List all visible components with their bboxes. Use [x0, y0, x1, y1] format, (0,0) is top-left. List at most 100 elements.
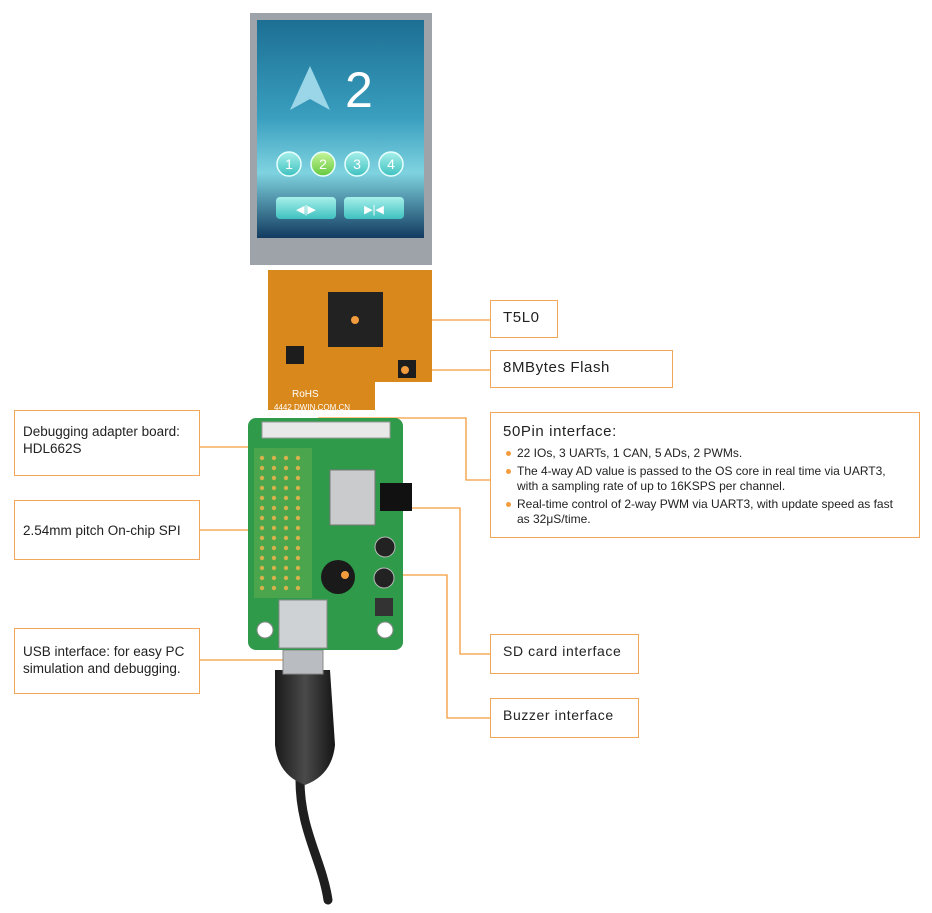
pin-dot: [283, 585, 289, 591]
pin-dot: [283, 515, 289, 521]
screen-big-number: 2: [345, 62, 373, 118]
pin-dot: [271, 535, 277, 541]
screen-nav-buttons: ◀|▶ ▶|◀: [276, 197, 404, 219]
pin-dot: [295, 455, 301, 461]
pin-dot: [271, 555, 277, 561]
pin-dot: [295, 515, 301, 521]
pin-dot: [283, 525, 289, 531]
pin-dot: [259, 455, 265, 461]
callout-usb-text: USB interface: for easy PC simulation an…: [23, 644, 185, 676]
usb-socket: [278, 599, 328, 649]
pin-dot: [295, 575, 301, 581]
screen-button-4: [378, 151, 404, 177]
callout-sd-text: SD card interface: [503, 643, 622, 659]
inductor: [375, 598, 393, 616]
mount-hole: [256, 621, 274, 639]
pin-dot: [271, 565, 277, 571]
pin-dot: [283, 475, 289, 481]
pin-dot: [271, 505, 277, 511]
pin-dot: [259, 505, 265, 511]
sd-card-slot: [329, 469, 376, 526]
pin-dot: [271, 515, 277, 521]
mount-hole-2: [376, 621, 394, 639]
pin-dot: [271, 575, 277, 581]
pin-dot: [271, 455, 277, 461]
callout-debug-board: Debugging adapter board: HDL662S: [14, 410, 200, 476]
callout-spi: 2.54mm pitch On-chip SPI: [14, 500, 200, 560]
callout-usb: USB interface: for easy PC simulation an…: [14, 628, 200, 694]
pin-dot: [295, 475, 301, 481]
pin-dot: [259, 495, 265, 501]
pin-dot: [295, 505, 301, 511]
adapter-board: [248, 418, 412, 650]
callout-50pin-title: 50Pin interface:: [503, 423, 617, 440]
pin-dot: [271, 545, 277, 551]
usb-plug-metal: [282, 649, 324, 675]
pin-dot: [295, 545, 301, 551]
pin-dot: [271, 465, 277, 471]
screen-nav-button: [344, 197, 404, 219]
callout-flash-text: 8MBytes Flash: [503, 359, 610, 376]
pin-dot: [271, 525, 277, 531]
pin-dot: [283, 575, 289, 581]
callout-50pin-bullet: Real-time control of 2-way PWM via UART3…: [506, 497, 907, 527]
screen-button-3: [344, 151, 370, 177]
capacitor: [374, 536, 396, 558]
pin-dot: [259, 525, 265, 531]
pin-dot: [271, 475, 277, 481]
pin-dot: [259, 485, 265, 491]
buzzer-marker: [341, 571, 349, 579]
pin-dot: [295, 525, 301, 531]
spi-area: [254, 448, 312, 598]
callout-t5l0-text: T5L0: [503, 309, 540, 326]
callout-buzzer-text: Buzzer interface: [503, 707, 614, 723]
pin-dot: [283, 485, 289, 491]
arrow-up-icon: [290, 66, 330, 110]
pin-dot: [259, 465, 265, 471]
pin-dot: [283, 455, 289, 461]
pin-dot: [271, 585, 277, 591]
callout-50pin-bullet: The 4-way AD value is passed to the OS c…: [506, 464, 907, 494]
pin-dot: [295, 495, 301, 501]
pin-dot: [259, 565, 265, 571]
pin-dot: [283, 565, 289, 571]
pin-dot: [259, 555, 265, 561]
rohs-mark: RoHS: [292, 389, 319, 400]
pin-dot: [259, 575, 265, 581]
screen-nav-button: [276, 197, 336, 219]
pin-dot: [259, 535, 265, 541]
callout-debug-board-text: Debugging adapter board: HDL662S: [23, 424, 180, 456]
fpc-connector: [261, 421, 391, 439]
small-ic: [286, 346, 304, 364]
flex-board: RoHS 4442 DWIN.COM.CN: [268, 270, 432, 412]
pin-dot: [259, 475, 265, 481]
capacitor-2: [373, 567, 395, 589]
sd-card: [380, 483, 412, 511]
pin-dot: [271, 485, 277, 491]
pin-dot: [295, 465, 301, 471]
screen-nav-button-label: ▶|◀: [364, 204, 384, 216]
callout-t5l0: T5L0: [490, 300, 558, 338]
screen-nav-button-label: ◀|▶: [296, 204, 316, 216]
callout-spi-text: 2.54mm pitch On-chip SPI: [23, 523, 181, 538]
screen-button-1: [276, 151, 302, 177]
pin-dot: [283, 495, 289, 501]
pin-header-dots: [259, 455, 301, 591]
callout-50pin-bullet: 22 IOs, 3 UARTs, 1 CAN, 5 ADs, 2 PWMs.: [506, 446, 907, 461]
screen-button-2: [310, 151, 336, 177]
pin-dot: [295, 555, 301, 561]
screen-button-label: 3: [353, 156, 361, 172]
buzzer: [321, 560, 355, 594]
site-mark: 4442 DWIN.COM.CN: [274, 403, 350, 412]
screen-button-label: 1: [285, 156, 293, 172]
pin-dot: [283, 505, 289, 511]
callout-buzzer: Buzzer interface: [490, 698, 639, 738]
pin-dot: [259, 515, 265, 521]
line-sd: [378, 507, 490, 655]
pin-dot: [259, 545, 265, 551]
pin-dot: [271, 495, 277, 501]
callout-50pin: 50Pin interface: 22 IOs, 3 UARTs, 1 CAN,…: [490, 412, 920, 538]
